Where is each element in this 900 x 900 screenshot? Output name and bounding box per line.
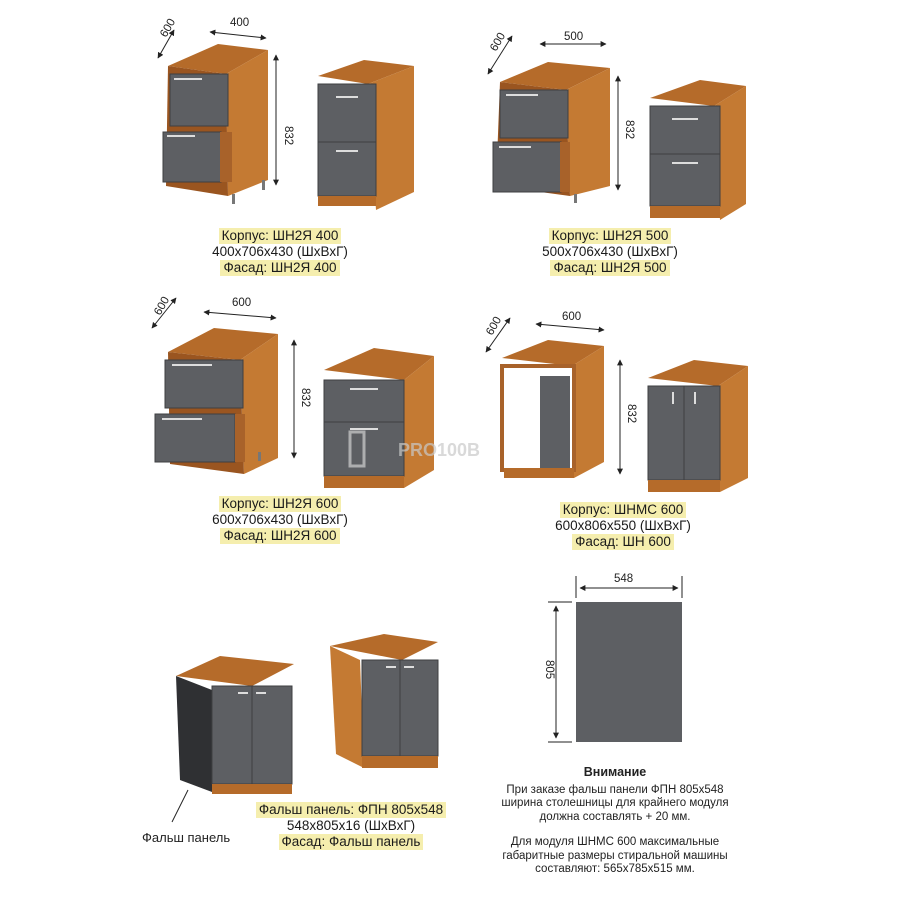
caption-body: Корпус: ШН2Я 400: [218, 228, 342, 244]
dim-depth: 600: [158, 17, 178, 40]
dim-height: 832: [625, 404, 637, 423]
cabinet-closed-no-panel: [330, 634, 439, 768]
false-panel-label: Фальш панель: [142, 830, 230, 845]
dim-width: 600: [232, 297, 251, 309]
caption-dimensions: 548х805х16 (ШхВхГ): [286, 818, 416, 833]
cabinet-shn2ya-400-closed: [317, 60, 414, 210]
caption-item-2: Корпус: ШН2Я 500 500х706х430 (ШхВхГ) Фас…: [500, 228, 720, 276]
notice-line: составляют: 565х785х515 мм.: [535, 863, 695, 875]
caption-facade: Фасад: ШН2Я 600: [220, 528, 340, 544]
cabinet-shn2ya-500-open: [492, 62, 610, 203]
caption-facade: Фасад: ШН 600: [572, 534, 674, 550]
caption-body: Фальш панель: ФПН 805х548: [255, 802, 447, 818]
notice-title: Внимание: [583, 765, 647, 779]
caption-body: Корпус: ШНМС 600: [559, 502, 687, 518]
false-panel-pointer: Фальш панель: [142, 789, 230, 845]
panel-width: 548: [614, 573, 633, 585]
notice-line: должна составлять + 20 мм.: [539, 810, 691, 823]
caption-body: Корпус: ШН2Я 600: [218, 496, 342, 512]
dim-height: 832: [282, 126, 294, 145]
caption-item-4: Корпус: ШНМС 600 600х806х550 (ШхВхГ) Фас…: [508, 502, 738, 550]
cabinet-shn2ya-500-closed: [649, 80, 746, 220]
cabinet-shn2ya-400-open: [162, 44, 268, 204]
svg-text:PRO100В: PRO100В: [398, 440, 480, 460]
notice-line: Для модуля ШНМС 600 максимальные: [510, 836, 720, 848]
caption-item-1: Корпус: ШН2Я 400 400х706х430 (ШхВхГ) Фас…: [170, 228, 390, 276]
cabinet-shn2ya-600-open: [154, 328, 278, 474]
notice-line: При заказе фальш панели ФПН 805х548: [506, 783, 724, 796]
cabinet-shnms-600-closed: [647, 360, 748, 492]
dim-width: 400: [230, 17, 249, 29]
dim-depth: 600: [484, 315, 504, 338]
caption-item-5: Фальш панель: ФПН 805х548 548х805х16 (Шх…: [226, 802, 476, 850]
false-panel-drawing: 548 805: [543, 573, 683, 743]
caption-dimensions: 600х706х430 (ШхВхГ): [212, 512, 348, 527]
caption-item-3: Корпус: ШН2Я 600 600х706х430 (ШхВхГ) Фас…: [170, 496, 390, 544]
notice-line: ширина столешницы для крайнего модуля: [501, 797, 729, 809]
caption-dimensions: 400х706х430 (ШхВхГ): [212, 244, 348, 259]
notice-line: габаритные размеры стиральной машины: [502, 849, 728, 862]
cabinet-shnms-600-open: [500, 340, 604, 478]
dim-depth: 600: [488, 31, 508, 54]
caption-body: Корпус: ШН2Я 500: [548, 228, 672, 244]
cabinet-with-false-panel: [176, 656, 294, 794]
caption-dimensions: 500х706х430 (ШхВхГ): [542, 244, 678, 259]
dim-width: 600: [562, 311, 581, 323]
caption-facade: Фасад: ШН2Я 400: [220, 260, 340, 276]
dim-height: 832: [623, 120, 635, 139]
dim-height: 832: [299, 388, 311, 407]
watermark: PRO100В: [348, 430, 480, 468]
caption-facade: Фасад: ШН2Я 500: [550, 260, 670, 276]
panel-height: 805: [543, 660, 555, 679]
notice-block: Внимание При заказе фальш панели ФПН 805…: [470, 765, 760, 877]
caption-facade: Фасад: Фальш панель: [278, 834, 424, 850]
caption-dimensions: 600х806х550 (ШхВхГ): [555, 518, 691, 533]
cabinet-shn2ya-600-closed: [323, 348, 434, 488]
dim-width: 500: [564, 31, 583, 43]
